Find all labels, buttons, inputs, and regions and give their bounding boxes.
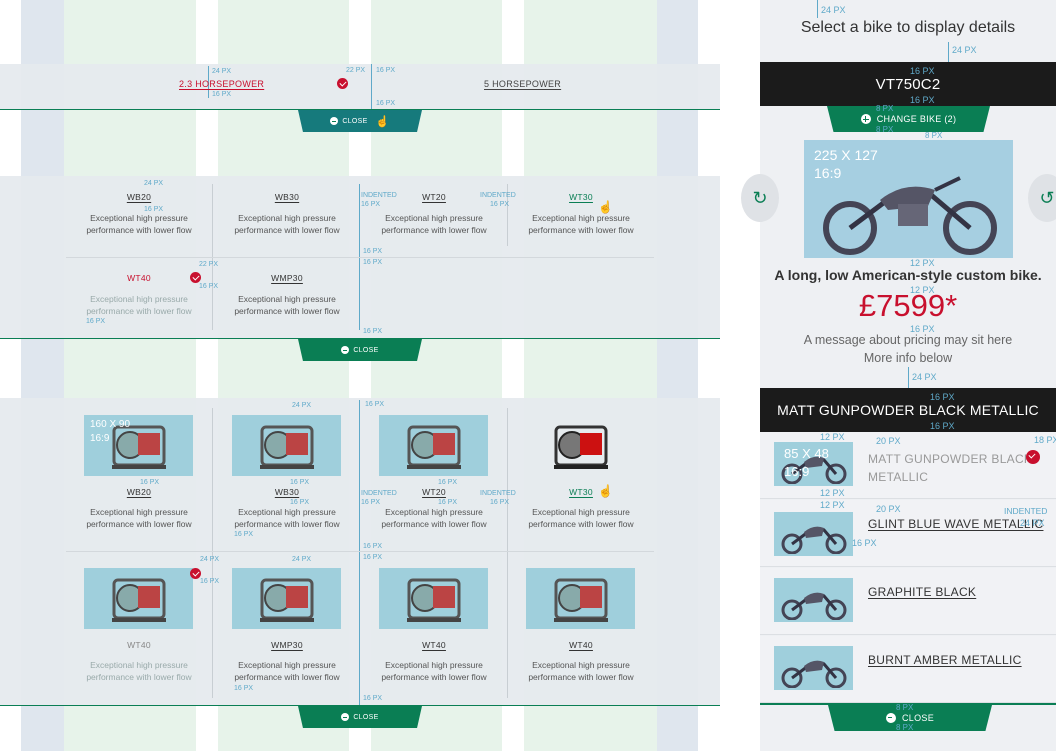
plus-icon [860, 114, 871, 124]
model-name-selected[interactable]: WT30 [569, 192, 593, 202]
colour-swatch: 85 X 48 16:9 [774, 442, 853, 486]
model-name[interactable]: WB20 [126, 487, 152, 497]
close-button[interactable]: CLOSE [298, 706, 422, 728]
product-image[interactable] [526, 568, 635, 629]
product-image-selected[interactable] [526, 415, 635, 476]
product-image[interactable] [232, 568, 341, 629]
pointer-cursor-icon: ☝ [375, 115, 390, 128]
colour-option[interactable]: BURNT AMBER METALLIC [760, 636, 1056, 703]
colour-option[interactable]: GLINT BLUE WAVE METALLIC 12 PX 20 PX IND… [760, 500, 1056, 567]
close-button[interactable]: CLOSE [298, 339, 422, 361]
divider [0, 109, 720, 110]
change-bike-button[interactable]: CHANGE BIKE (2) [827, 106, 990, 132]
bike-name-bar: VT750C2 [760, 62, 1056, 106]
colour-swatch [774, 646, 853, 690]
model-name[interactable]: WMP30 [271, 640, 303, 650]
bike-price: £7599* [858, 288, 958, 323]
check-icon [190, 568, 201, 579]
colour-option[interactable]: GRAPHITE BLACK [760, 568, 1056, 635]
model-name[interactable]: WT40 [569, 640, 593, 650]
price-message: A message about pricing may sit here [803, 333, 1013, 347]
model-name[interactable]: WT40 [127, 640, 151, 650]
check-icon [190, 272, 201, 283]
product-image[interactable] [232, 415, 341, 476]
divider [0, 705, 720, 706]
minus-icon [885, 713, 896, 723]
divider [760, 703, 1056, 705]
hp-option-right[interactable]: 5 HORSEPOWER [484, 79, 562, 89]
model-name-selected[interactable]: WT30 [569, 487, 593, 497]
check-icon [337, 78, 348, 89]
model-name-selected[interactable]: WT40 [127, 273, 151, 283]
model-name[interactable]: WT20 [422, 487, 446, 497]
hp-option-left[interactable]: 2.3 HORSEPOWER [179, 79, 265, 89]
minus-icon [341, 346, 350, 354]
bike-image: 225 X 127 16:9 [804, 140, 1013, 258]
product-image[interactable] [379, 415, 488, 476]
model-name[interactable]: WB30 [274, 487, 300, 497]
product-image[interactable]: 160 X 90 16:9 [84, 415, 193, 476]
model-name[interactable]: WB30 [274, 192, 300, 202]
colour-name: BURNT AMBER METALLIC [868, 653, 1022, 667]
horsepower-band [0, 64, 720, 110]
colour-swatch [774, 578, 853, 622]
colour-name: GLINT BLUE WAVE METALLIC [868, 517, 1044, 531]
more-info: More info below [863, 351, 953, 365]
model-name[interactable]: WB20 [126, 192, 152, 202]
product-image[interactable] [379, 568, 488, 629]
pointer-cursor-icon: ☝ [598, 484, 613, 498]
colour-title-bar: MATT GUNPOWDER BLACK METALLIC [760, 388, 1056, 432]
model-name[interactable]: WT20 [422, 192, 446, 202]
model-name[interactable]: WMP30 [271, 273, 303, 283]
rotate-left-icon: ↻ [752, 187, 768, 208]
colour-swatch [774, 512, 853, 556]
check-icon [1026, 450, 1040, 464]
next-bike-button[interactable]: ↺ [1028, 174, 1056, 222]
close-button[interactable]: CLOSE ☝ [298, 110, 422, 132]
select-prompt: Select a bike to display details [800, 19, 1016, 36]
rotate-right-icon: ↺ [1039, 187, 1055, 208]
colour-name: GRAPHITE BLACK [868, 585, 977, 599]
minus-icon [330, 117, 339, 125]
model-name[interactable]: WT40 [422, 640, 446, 650]
minus-icon [341, 713, 350, 721]
divider [0, 338, 720, 339]
product-image[interactable] [84, 568, 193, 629]
pointer-cursor-icon: ☝ [598, 200, 613, 214]
prev-bike-button[interactable]: ↻ [741, 174, 779, 222]
bike-tagline: A long, low American-style custom bike. [774, 267, 1042, 283]
close-button[interactable]: CLOSE [828, 705, 992, 731]
